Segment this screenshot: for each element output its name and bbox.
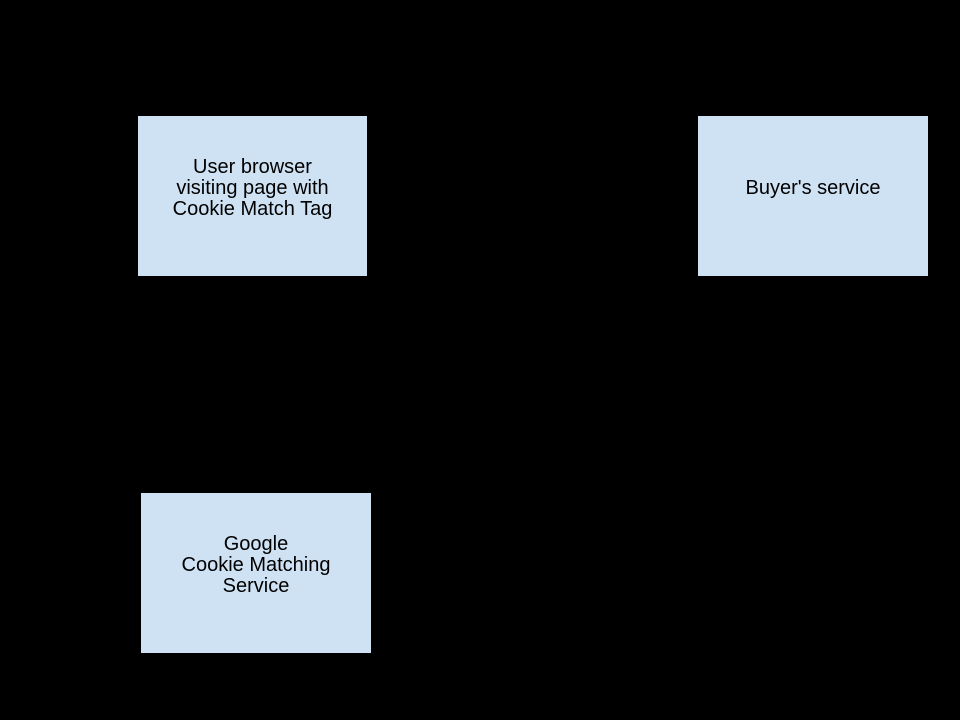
node-label-google-cookie-matching: Google Cookie Matching Service: [181, 532, 331, 597]
node-label-line: Cookie Matching: [181, 553, 331, 576]
diagram-node-buyers-service: Buyer's service: [697, 115, 929, 277]
node-label-buyers-service: Buyer's service: [745, 176, 881, 199]
node-label-line: Service: [222, 574, 290, 597]
node-label-line: Cookie Match Tag: [172, 197, 333, 220]
diagram-node-google-cookie-matching: Google Cookie Matching Service: [140, 492, 372, 654]
node-label-line: Google: [223, 532, 289, 555]
diagram-node-user-browser: User browser visiting page with Cookie M…: [137, 115, 368, 277]
node-label-line: visiting page with: [176, 176, 329, 199]
node-label-user-browser: User browser visiting page with Cookie M…: [172, 155, 333, 220]
node-label-line: User browser: [193, 155, 312, 178]
node-label-line: Buyer's service: [745, 176, 881, 199]
